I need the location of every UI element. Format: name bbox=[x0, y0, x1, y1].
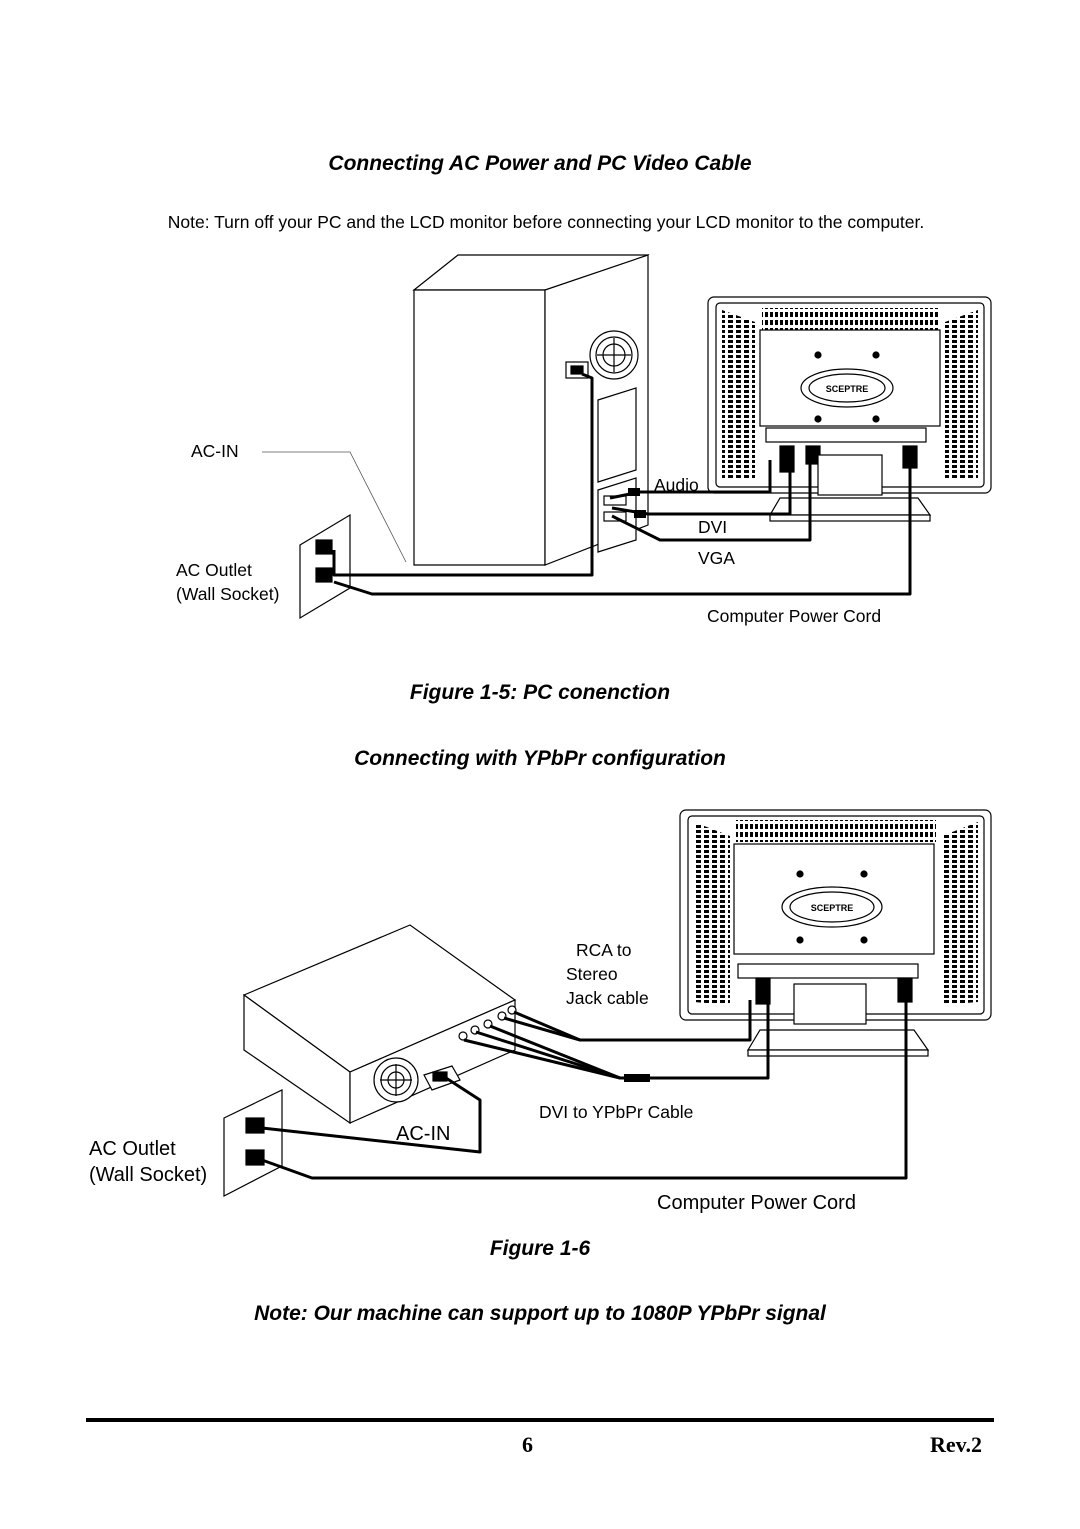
page-number: 6 bbox=[522, 1432, 533, 1457]
sceptre-logo: SCEPTRE bbox=[811, 903, 854, 913]
sceptre-logo: SCEPTRE bbox=[826, 384, 869, 394]
ypbpr-connection-diagram: SCEPTRE bbox=[223, 809, 992, 1197]
label-ac-outlet: AC Outlet bbox=[176, 560, 252, 580]
pc-tower-icon bbox=[412, 254, 650, 566]
section-heading-ac-power: Connecting AC Power and PC Video Cable bbox=[328, 152, 752, 175]
label-power-cord: Computer Power Cord bbox=[707, 606, 882, 626]
label-audio: Audio bbox=[654, 475, 699, 495]
revision-label: Rev.2 bbox=[930, 1432, 982, 1457]
section-heading-ypbpr: Connecting with YPbPr configuration bbox=[354, 747, 726, 770]
note-turn-off: Note: Turn off your PC and the LCD monit… bbox=[167, 212, 925, 232]
label-ac-outlet-2: AC Outlet bbox=[89, 1138, 176, 1160]
label-dvi: DVI bbox=[698, 517, 728, 537]
pc-connection-diagram: SCEPTRE bbox=[262, 254, 992, 620]
label-wall-socket: (Wall Socket) bbox=[176, 584, 280, 604]
wall-socket-icon bbox=[223, 1089, 283, 1197]
label-rca-line2: Stereo bbox=[566, 964, 618, 984]
label-ac-in: AC-IN bbox=[191, 441, 239, 461]
monitor-back-icon bbox=[707, 296, 992, 522]
label-dvi-ypbpr: DVI to YPbPr Cable bbox=[539, 1102, 694, 1122]
label-rca-line3: Jack cable bbox=[566, 988, 649, 1008]
figure-caption-1-6: Figure 1-6 bbox=[489, 1237, 591, 1260]
source-box-icon bbox=[242, 924, 517, 1125]
footer-rule bbox=[86, 1418, 994, 1422]
support-note: Note: Our machine can support up to 1080… bbox=[254, 1302, 826, 1325]
label-rca-line1: RCA to bbox=[576, 940, 632, 960]
monitor-back-icon bbox=[679, 809, 992, 1057]
label-ac-in-2: AC-IN bbox=[396, 1123, 451, 1145]
label-vga: VGA bbox=[698, 548, 735, 568]
label-power-cord-2: Computer Power Cord bbox=[657, 1192, 856, 1214]
figure-caption-1-5: Figure 1-5: PC conenction bbox=[409, 681, 671, 704]
label-wall-socket-2: (Wall Socket) bbox=[89, 1164, 208, 1186]
wall-socket-icon bbox=[299, 513, 351, 620]
